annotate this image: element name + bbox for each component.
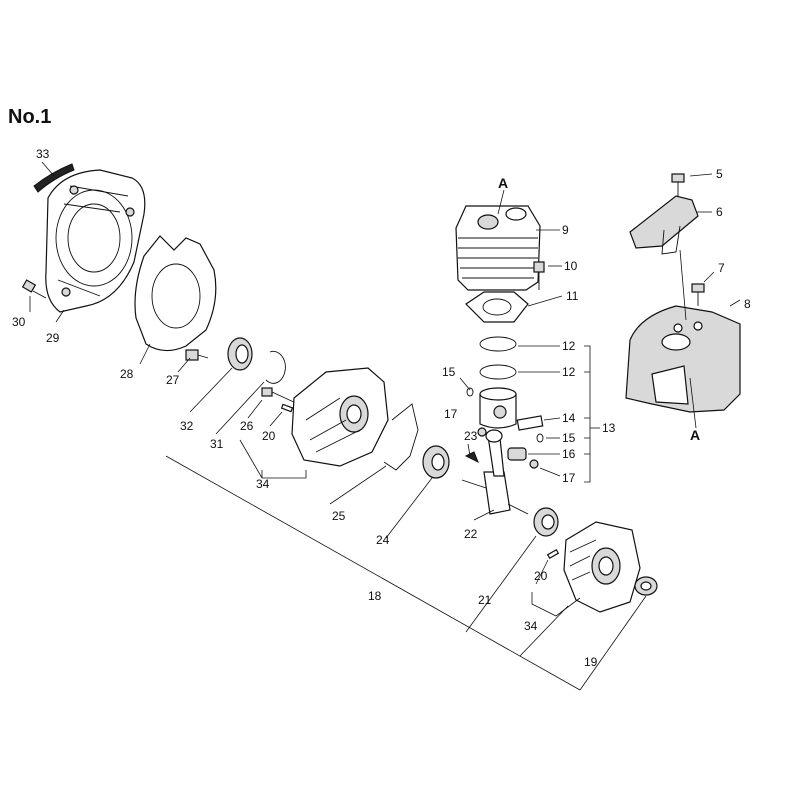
part-10-bolt: [533, 261, 545, 290]
part-6-cover-cap: [629, 195, 699, 255]
reference-mark-a-cover: A: [690, 427, 700, 443]
part-5-screw: [671, 173, 685, 196]
callout-7: 7: [718, 261, 725, 275]
callout-17-left: 17: [444, 407, 458, 421]
part-26-bolt: [261, 387, 299, 405]
part-16-needle-bearing: [507, 447, 527, 461]
callout-16: 16: [562, 447, 576, 461]
part-14-piston-pin: [516, 415, 544, 431]
part-28-plate-hole: [151, 263, 201, 329]
part-15-clip-left: [466, 387, 474, 397]
part-20-pin-left: [280, 403, 294, 413]
callout-27: 27: [166, 373, 180, 387]
callout-15-left: 15: [442, 365, 456, 379]
callout-labels: 33 30 29 28 27 32 31 26 20 34 25 24 18 2…: [12, 147, 751, 669]
part-23-key: [464, 451, 479, 464]
callout-18: 18: [368, 589, 382, 603]
part-32-oil-seal: [227, 337, 253, 371]
reference-mark-a-cylinder: A: [498, 175, 508, 191]
diagram-title: No.1: [8, 106, 52, 128]
leader-lines: [29, 161, 741, 691]
part-21-bearing: [533, 507, 559, 537]
callout-11: 11: [566, 289, 579, 303]
part-9-cylinder: [455, 205, 541, 291]
callout-20-left: 20: [262, 429, 276, 443]
part-30-screw: [21, 279, 47, 299]
part-11-cylinder-gasket: [465, 291, 529, 323]
part-20-pin-right: [546, 548, 560, 560]
part-15-clip-right: [536, 433, 544, 443]
part-17-washer-left: [477, 427, 487, 437]
part-11-gasket-hole: [482, 298, 512, 316]
part-12-piston-ring-lower: [479, 364, 517, 380]
part-31-snap-ring: [265, 350, 286, 384]
part-24-bearing: [422, 445, 450, 479]
part-29-fan-housing: [45, 169, 146, 313]
part-19-oil-seal: [634, 576, 658, 596]
callout-14: 14: [562, 411, 576, 425]
callout-28: 28: [120, 367, 134, 381]
callout-15-right: 15: [562, 431, 576, 445]
callout-34-left: 34: [256, 477, 270, 491]
callout-30: 30: [12, 315, 26, 329]
part-34-crankcase-right: [563, 521, 641, 613]
callout-23: 23: [464, 429, 478, 443]
callout-19: 19: [584, 655, 598, 669]
part-13-piston: [479, 387, 517, 429]
part-8-cylinder-cover: [625, 305, 741, 413]
callout-32: 32: [180, 419, 194, 433]
callout-31: 31: [210, 437, 224, 451]
part-25-gasket: [383, 403, 419, 471]
callout-26: 26: [240, 419, 254, 433]
callout-8: 8: [744, 297, 751, 311]
callout-5: 5: [716, 167, 723, 181]
callout-24: 24: [376, 533, 390, 547]
callout-10: 10: [564, 259, 578, 273]
part-28-cover-plate: [134, 235, 217, 352]
part-27-bolt: [185, 349, 209, 361]
callout-17-right: 17: [562, 471, 576, 485]
callout-12-upper: 12: [562, 339, 576, 353]
callout-6: 6: [716, 205, 723, 219]
callout-34-right: 34: [524, 619, 538, 633]
callout-21: 21: [478, 593, 492, 607]
callout-29: 29: [46, 331, 60, 345]
callout-22: 22: [464, 527, 478, 541]
part-33-label-strip: [33, 163, 75, 193]
part-12-piston-ring-upper: [479, 336, 517, 352]
part-7-screw: [691, 283, 705, 306]
callout-25: 25: [332, 509, 346, 523]
callout-13: 13: [602, 421, 616, 435]
part-34-crankcase-left: [291, 367, 389, 467]
callout-12-lower: 12: [562, 365, 576, 379]
part-17-washer-right: [529, 459, 539, 469]
callout-33: 33: [36, 147, 50, 161]
part-22-crankshaft: [461, 429, 529, 515]
callout-20-right: 20: [534, 569, 548, 583]
callout-9: 9: [562, 223, 569, 237]
